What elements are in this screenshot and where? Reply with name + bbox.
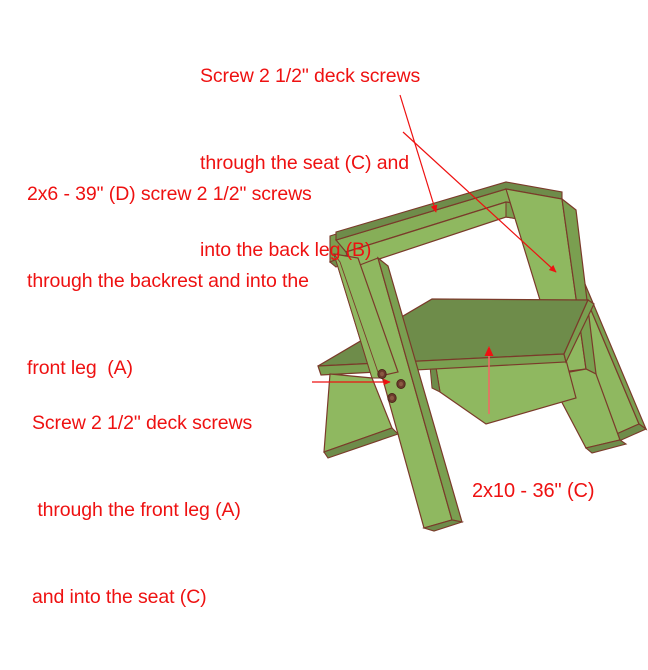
seat-board-note: 2x10 - 36" (C) — [472, 419, 595, 564]
note-line: 2x10 - 36" (C) — [472, 480, 595, 502]
screw-hole-3-inner — [390, 395, 394, 401]
backrest-screw-note: 2x6 - 39" (D) screw 2 1/2" screws throug… — [27, 122, 312, 441]
note-line: Screw 2 1/2" deck screws — [200, 65, 421, 87]
front-leg-screw-note: Screw 2 1/2" deck screws through the fro… — [32, 351, 252, 670]
callout-arrows — [312, 94, 557, 414]
note-line: and into the seat (C) — [32, 586, 207, 608]
note-line: 2x6 - 39" (D) screw 2 1/2" screws — [27, 183, 312, 205]
note-line: front leg (A) — [27, 357, 133, 379]
arrow-to-backrest-joint — [402, 131, 557, 273]
bench-isometric-drawing — [312, 94, 648, 532]
diagram-canvas: Screw 2 1/2" deck screws through the sea… — [27, 4, 648, 608]
screw-hole-2-inner — [399, 381, 403, 387]
note-line: Screw 2 1/2" deck screws — [32, 412, 253, 434]
note-line: through the backrest and into the — [27, 270, 309, 292]
note-line: through the seat (C) and — [200, 152, 409, 174]
screw-hole-1-inner — [380, 371, 384, 377]
back-leg-screw-note: Screw 2 1/2" deck screws through the sea… — [200, 4, 420, 323]
left-foot-splay — [323, 373, 400, 459]
arrow-to-back-leg — [399, 94, 438, 213]
note-line: into the back leg (B) — [200, 239, 372, 261]
bench-geometry — [317, 181, 648, 532]
note-line: through the front leg (A) — [32, 499, 241, 521]
screw-holes-group — [377, 368, 406, 404]
